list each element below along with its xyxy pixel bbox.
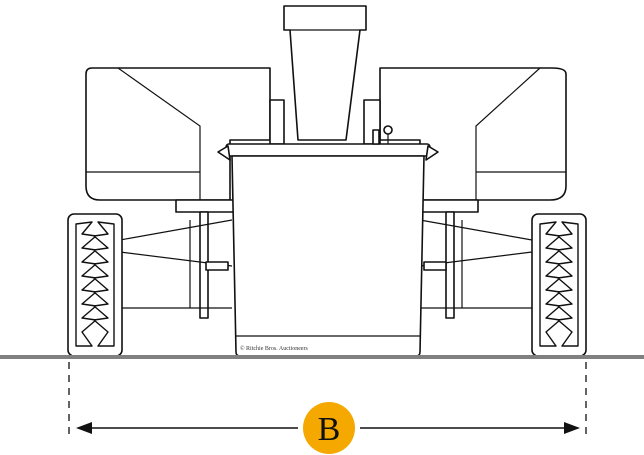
left-body xyxy=(85,67,285,319)
badge-label: B xyxy=(318,411,341,448)
watermark-text: © Ritchie Bros. Auctioneers xyxy=(240,345,309,352)
dimension-badge: B xyxy=(303,402,355,454)
left-tire xyxy=(67,213,123,357)
dimension-arrow xyxy=(76,422,580,434)
right-tire xyxy=(531,213,587,357)
arrowhead-right xyxy=(564,422,580,434)
right-body xyxy=(363,67,567,319)
platform-basket: © Ritchie Bros. Auctioneers xyxy=(217,125,439,357)
arrowhead-left xyxy=(76,422,92,434)
axle-links xyxy=(119,219,533,309)
badge-circle xyxy=(303,402,355,454)
mast xyxy=(283,5,367,141)
